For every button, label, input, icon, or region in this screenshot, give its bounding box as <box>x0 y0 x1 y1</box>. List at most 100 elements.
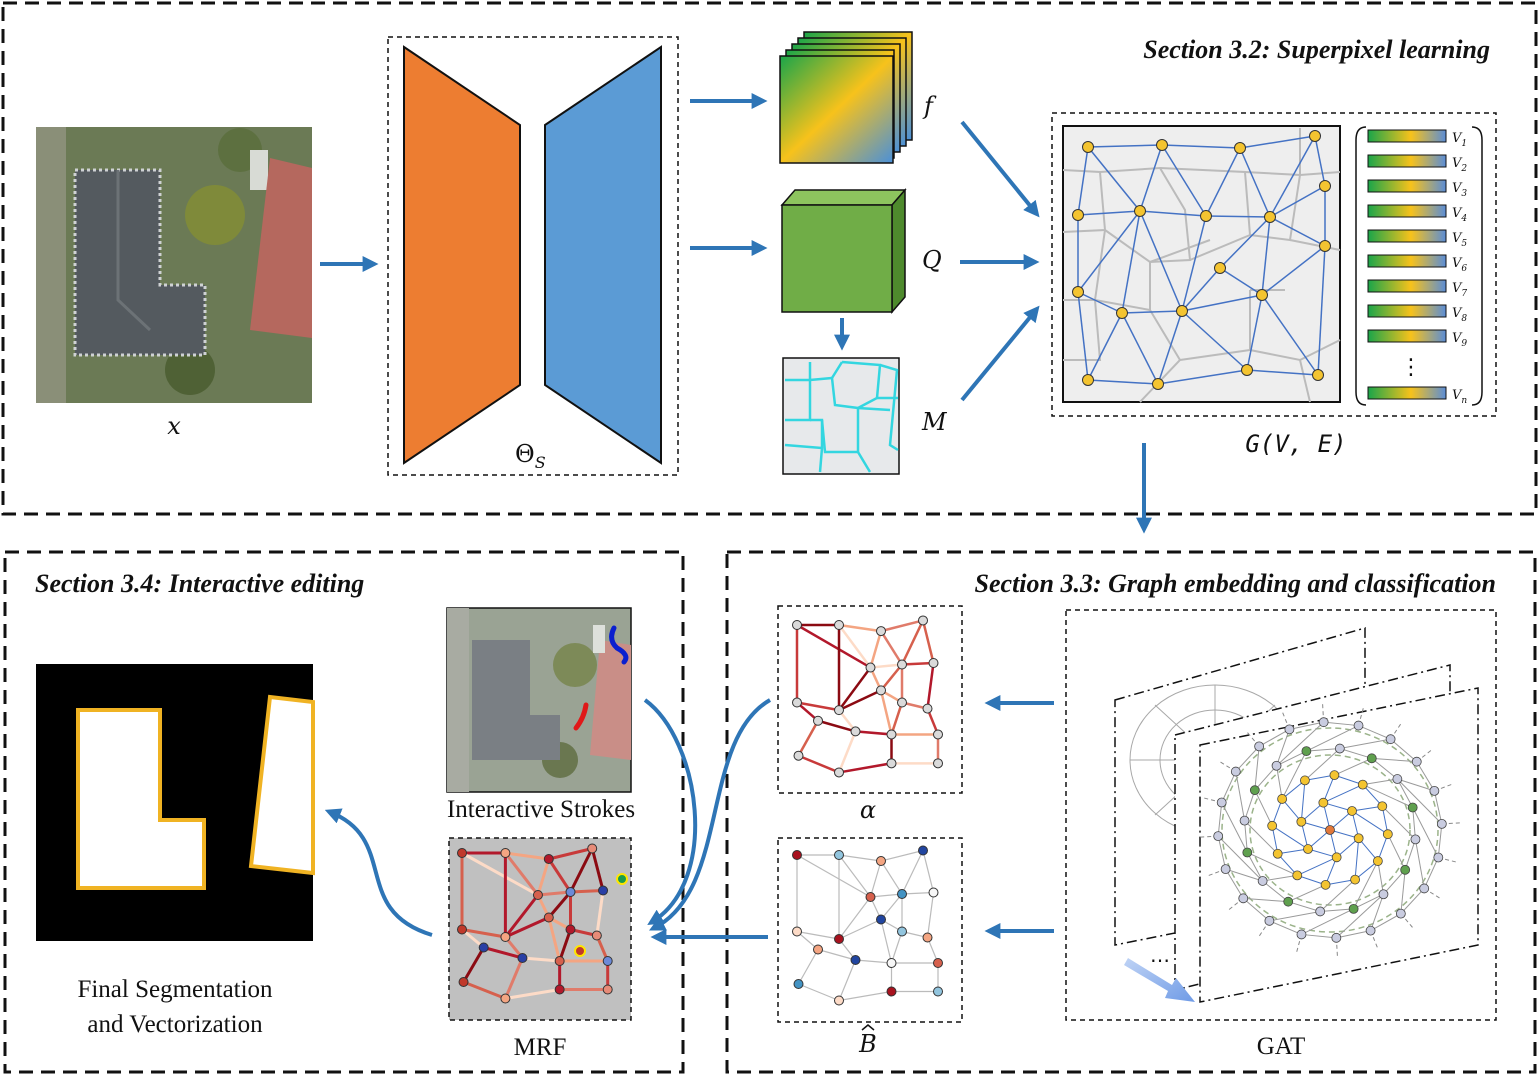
vertex-letter: V <box>1452 206 1463 221</box>
gat-frame <box>1065 609 1497 1021</box>
gat-edge <box>1412 807 1439 858</box>
graph-node <box>1319 240 1331 252</box>
graph-edge <box>926 662 935 709</box>
gat-edge <box>1217 836 1227 870</box>
gat-edge <box>1323 784 1363 804</box>
graph-edge <box>1087 144 1163 148</box>
q-cube <box>780 187 907 315</box>
graph-edge <box>880 849 924 862</box>
b-frame <box>777 837 963 1023</box>
gat-node <box>1238 893 1249 904</box>
graph-edge <box>838 689 882 712</box>
graph-edge <box>880 893 903 920</box>
graph-edge <box>796 623 872 669</box>
gat-edge <box>1306 725 1359 752</box>
graph-node <box>1234 142 1246 154</box>
gat-edge <box>1276 765 1283 800</box>
graph-node <box>1264 211 1276 223</box>
graph-node <box>458 977 469 987</box>
gat-node <box>1411 756 1422 767</box>
graph-node <box>897 926 907 937</box>
graph-node <box>897 889 907 899</box>
gat-edge <box>1371 757 1417 763</box>
gat-edge <box>1433 790 1443 824</box>
gat-layer-arrow <box>1124 958 1195 1002</box>
graph-node <box>834 995 844 1006</box>
gat-edge <box>1370 894 1384 931</box>
graph-node <box>933 729 943 740</box>
graph-edge <box>838 623 882 633</box>
gat-edge <box>1412 807 1416 840</box>
graph-edge <box>880 663 903 692</box>
gat-node <box>1366 753 1377 764</box>
gat-edge <box>1339 738 1391 750</box>
gat-edge <box>1244 790 1256 821</box>
network-label: ΘS <box>515 440 546 472</box>
final-label-line1: Final Segmentation <box>77 976 273 1003</box>
graph-node <box>598 885 609 896</box>
gat-node <box>1318 717 1329 728</box>
graph-edge <box>838 854 882 862</box>
gat-edge <box>1306 748 1340 752</box>
gat-node <box>1436 818 1447 829</box>
vertex-letter: V <box>1452 331 1463 346</box>
graph-node <box>834 934 844 944</box>
gat-node <box>1292 870 1303 881</box>
superpixel-section-title: Section 3.2: Superpixel learning <box>1143 35 1490 64</box>
gat-node <box>1277 794 1288 804</box>
vertex-index: 6 <box>1461 264 1467 274</box>
gat-edge <box>1383 869 1406 895</box>
vertex-feature-bar <box>1367 229 1447 243</box>
gat-node <box>1320 879 1331 890</box>
graph-edge <box>901 891 934 895</box>
graph-node <box>813 944 823 955</box>
vertex-feature-bar <box>1367 279 1447 293</box>
gat-edge <box>1254 765 1277 791</box>
gat-node <box>1348 903 1359 914</box>
graph-node <box>933 986 943 997</box>
gat-edge <box>1225 868 1244 899</box>
gat-edge <box>1353 860 1379 910</box>
graph-node <box>1156 139 1168 151</box>
vertex-feature-label: V2 <box>1452 156 1467 174</box>
gat-edge <box>1271 825 1309 850</box>
graph-edge <box>505 988 560 1000</box>
graph-node <box>1072 286 1084 298</box>
graph-node <box>602 956 613 966</box>
graph-edge <box>870 663 903 669</box>
graph-edge <box>570 889 604 894</box>
graph-edge <box>504 957 524 1000</box>
graph-node <box>500 932 511 942</box>
graph-node <box>886 958 897 968</box>
gat-edge <box>1325 879 1356 886</box>
graph-edge <box>569 847 594 893</box>
graph-edge <box>537 890 571 897</box>
graph-edge <box>1219 216 1271 269</box>
graph-edge <box>817 719 856 733</box>
graph-edge <box>1269 185 1326 218</box>
graph-node <box>1082 141 1094 153</box>
graph-node <box>850 726 861 737</box>
gat-edge <box>1217 802 1223 837</box>
vertex-letter: V <box>1452 231 1463 246</box>
gat-edge <box>1339 748 1372 759</box>
gat-edge <box>1289 721 1324 730</box>
vertex-letter: V <box>1452 306 1463 321</box>
gat-edge <box>1300 780 1306 822</box>
graph-edge <box>837 666 872 711</box>
graph-edge <box>547 858 572 893</box>
gat-edge <box>1301 821 1331 831</box>
gat-layer-ellipsis: … <box>1150 943 1170 967</box>
graph-node <box>792 926 802 937</box>
gat-node <box>1300 775 1310 786</box>
gat-node <box>1407 802 1418 813</box>
alpha-frame <box>777 605 963 794</box>
graph-node <box>886 758 897 769</box>
gat-edge <box>1358 837 1379 862</box>
vertex-feature-bar <box>1367 154 1447 168</box>
m-label: M <box>921 408 948 436</box>
gat-edge <box>1281 750 1307 800</box>
mrf-label: MRF <box>514 1034 567 1061</box>
gat-edge <box>1397 778 1443 825</box>
superpixel-map <box>782 357 900 475</box>
